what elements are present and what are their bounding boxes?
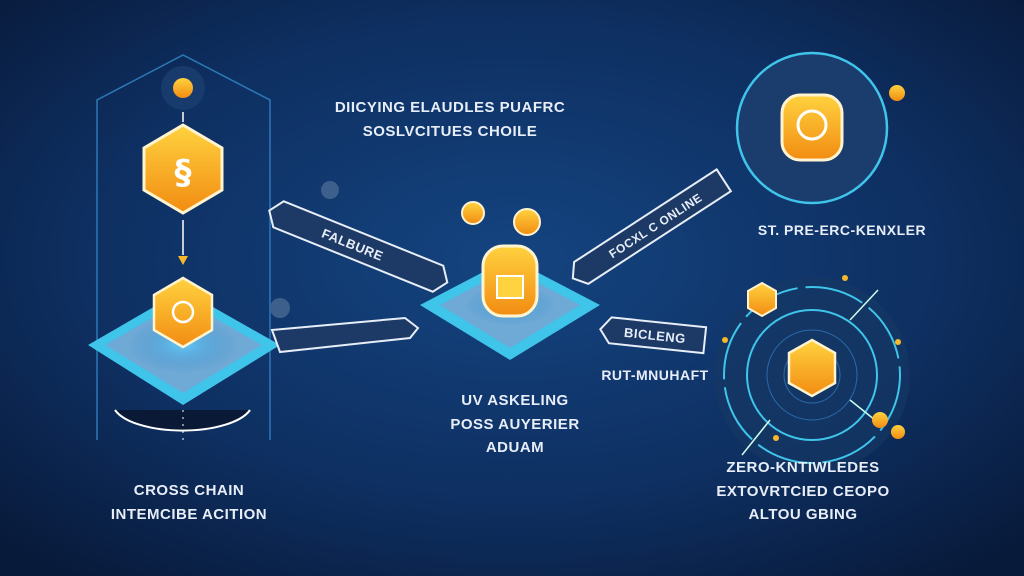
title-line-2: SOSLVCITUES CHOILE — [363, 123, 538, 140]
center-caption-3: ADUAM — [486, 439, 544, 456]
node-dot — [321, 181, 339, 199]
title-line-1: DIICYING ELAUDLES PUAFRC — [335, 99, 565, 116]
arrow-to-center — [270, 316, 420, 354]
coin-icon — [513, 208, 541, 236]
coin-icon — [173, 78, 193, 98]
clock-hex-icon — [152, 276, 214, 349]
center-caption-1: UV ASKELING — [461, 392, 568, 409]
lock-icon — [496, 275, 524, 299]
link-glyph-icon: § — [175, 153, 192, 193]
arrow-down-icon — [178, 256, 188, 265]
node-dot — [270, 298, 290, 318]
left-column: § — [88, 54, 339, 440]
base-ellipse — [114, 409, 251, 432]
key-hex-icon — [787, 338, 837, 398]
banner-label: BICLENG — [623, 325, 686, 346]
right-top-caption: ST. PRE-ERC-KENXLER — [758, 222, 926, 238]
coin-icon — [872, 412, 888, 428]
banner-falbure: FALBURE — [268, 200, 449, 293]
coin-icon — [889, 85, 905, 101]
center-node — [420, 201, 600, 360]
coin-icon — [747, 281, 777, 318]
left-caption-2: INTEMCIBE ACITION — [111, 506, 267, 523]
right-caption-1: ZERO-KNTIWLEDES — [726, 459, 879, 476]
right-top-node — [735, 51, 905, 205]
right-lower-node — [714, 275, 910, 473]
ring-icon — [796, 109, 828, 141]
left-caption-1: CROSS CHAIN — [134, 482, 245, 499]
coin-icon — [461, 201, 485, 225]
banner-bicleng: BICLENG — [599, 316, 708, 355]
right-caption-3: ALTOU GBING — [748, 506, 857, 523]
center-caption-2: POSS AUYERIER — [450, 416, 579, 433]
shield-hex-icon — [142, 123, 224, 215]
ring-coin-icon — [780, 93, 844, 162]
coin-icon — [891, 425, 905, 439]
rut-caption: RUT-MNUHAFT — [601, 367, 708, 383]
clock-icon — [171, 300, 195, 324]
right-caption-2: EXTOVRTCIED CEOPO — [716, 483, 889, 500]
